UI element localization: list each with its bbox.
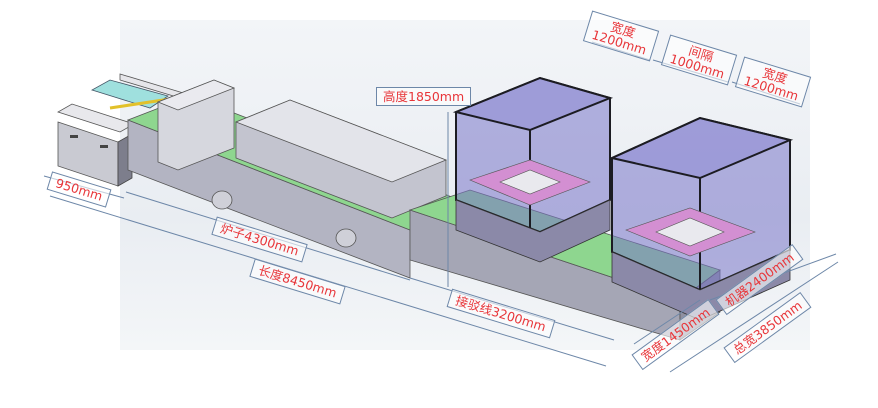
machine-1-unit <box>452 76 614 263</box>
machine-2-unit <box>608 116 794 321</box>
dimension-label-height: 高度1850mm <box>376 87 472 107</box>
oven-unit <box>126 79 472 279</box>
